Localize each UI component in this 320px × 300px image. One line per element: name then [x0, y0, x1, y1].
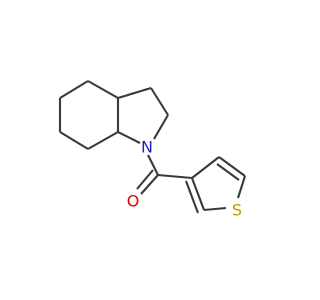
bond-c2-n1	[153, 114, 169, 140]
bond-c2t-s	[203, 206, 227, 212]
atom-n1: N	[141, 138, 153, 157]
bond-n1-c7a	[117, 131, 141, 144]
molecule-structure: N O S	[58, 80, 247, 220]
bond-c3a-c4	[87, 80, 119, 99]
bond-carbonyl-o-b	[136, 169, 154, 190]
molecule-canvas: N O S	[58, 80, 247, 220]
bond-n1-carbonyl	[147, 154, 159, 176]
bond-carbonyl-o-a	[140, 174, 159, 195]
bond-c4-c5	[59, 80, 89, 99]
bond-s-c5t	[236, 175, 247, 199]
bond-c3t-c2t-a	[191, 177, 205, 211]
bond-c6-c7	[59, 131, 89, 150]
bond-c3a-c3	[117, 86, 152, 100]
bond-c4t-c3t	[191, 156, 220, 179]
bond-c5t-c4t-b	[216, 163, 240, 181]
bond-c3-c2	[150, 87, 169, 116]
bond-c3t-c2t-b	[185, 180, 199, 214]
atom-s1: S	[232, 201, 242, 220]
bond-carbonyl-thiophene	[157, 173, 193, 180]
bond-c7-c7a	[87, 131, 119, 150]
bond-c5t-c4t-a	[218, 156, 246, 177]
atom-o1: O	[127, 192, 140, 211]
